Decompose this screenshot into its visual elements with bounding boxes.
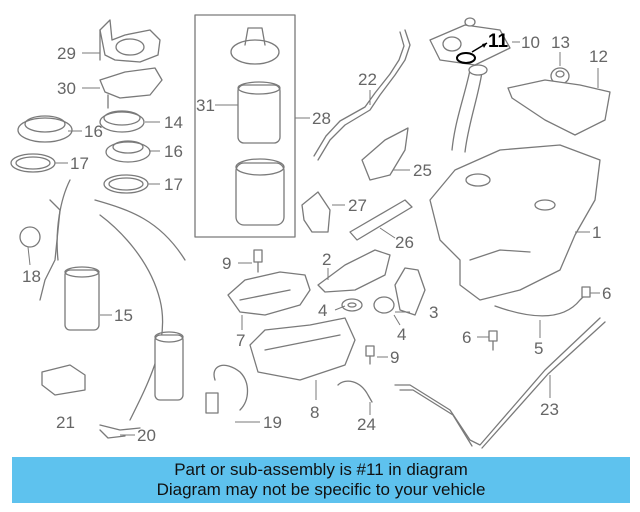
part-3-cover (394, 267, 426, 316)
callout-22: 22 (358, 70, 377, 89)
info-banner: Part or sub-assembly is #11 in diagram D… (12, 457, 630, 503)
callout-12: 12 (589, 47, 608, 66)
part-15-pump-assembly (39, 179, 186, 431)
callout-16-b: 16 (164, 142, 183, 161)
part-29-bracket (99, 19, 161, 63)
leader-lines (27, 41, 600, 436)
callout-2: 2 (322, 250, 331, 269)
callout-26: 26 (395, 233, 414, 252)
callout-9-a: 9 (222, 254, 231, 273)
part-17-seal-a (10, 153, 56, 173)
callout-10: 10 (521, 33, 540, 52)
callout-11: 11 (488, 31, 509, 52)
part-10-filler-cap (429, 17, 511, 66)
part-8-skid-plate (249, 317, 356, 381)
part-26-strap (349, 199, 413, 241)
callout-19: 19 (263, 413, 282, 432)
parts-diagram: 29 30 16 14 16 17 17 31 28 22 25 27 26 9… (10, 14, 611, 449)
callout-16-a: 16 (84, 122, 103, 141)
part-28-filter-frame (194, 14, 296, 238)
part-4-grommet-a (341, 298, 363, 312)
part-12-shield (507, 79, 611, 136)
callout-3: 3 (429, 303, 438, 322)
part-19-sensor (205, 364, 249, 414)
callout-24: 24 (357, 415, 376, 434)
callout-4-b: 4 (397, 325, 406, 344)
callout-28: 28 (312, 109, 331, 128)
part-30-bracket (99, 67, 163, 109)
callout-15: 15 (114, 306, 133, 325)
part-24-hose (337, 380, 373, 403)
callout-labels: 29 30 16 14 16 17 17 31 28 22 25 27 26 9… (22, 31, 611, 445)
callout-31: 31 (196, 96, 215, 115)
part-16-ring-b (105, 140, 151, 163)
callout-5: 5 (534, 339, 543, 358)
banner-line-2: Diagram may not be specific to your vehi… (156, 480, 486, 499)
callout-29: 29 (57, 44, 76, 63)
callout-23: 23 (540, 400, 559, 419)
callout-4-a: 4 (318, 301, 327, 320)
callout-17-b: 17 (164, 175, 183, 194)
callout-25: 25 (413, 161, 432, 180)
part-5-rod (494, 289, 591, 317)
part-20-harness (99, 429, 126, 439)
part-27-bracket (301, 191, 331, 233)
callout-8: 8 (310, 403, 319, 422)
part-23-lines (394, 317, 606, 449)
part-1-fuel-tank (429, 64, 601, 301)
callout-18: 18 (22, 267, 41, 286)
part-17-seal-b (103, 174, 149, 194)
part-16-ring-a (17, 115, 73, 143)
callout-21: 21 (56, 413, 75, 432)
callout-13: 13 (551, 33, 570, 52)
part-4-grommet-b (373, 296, 395, 314)
part-7-heat-shield (227, 271, 311, 316)
part-25-bracket (361, 127, 409, 181)
part-11-seal (456, 42, 488, 64)
callout-7: 7 (236, 331, 245, 350)
part-2-bracket (317, 249, 391, 293)
callout-14: 14 (164, 113, 183, 132)
part-22-filler-pipe (313, 29, 411, 161)
callout-6-b: 6 (462, 328, 471, 347)
part-9-bolt-b (365, 345, 375, 365)
banner-line-1: Part or sub-assembly is #11 in diagram (174, 460, 468, 479)
callout-30: 30 (57, 79, 76, 98)
part-18-filter (19, 226, 41, 248)
part-21-module (41, 364, 86, 396)
callout-1: 1 (592, 223, 601, 242)
part-14-lockring (99, 110, 145, 133)
part-6-bolt-b (488, 330, 498, 351)
callout-17-a: 17 (70, 154, 89, 173)
part-9-bolt-a (253, 249, 263, 273)
callout-20: 20 (137, 426, 156, 445)
callout-27: 27 (348, 196, 367, 215)
callout-6-a: 6 (602, 284, 611, 303)
callout-9-b: 9 (390, 348, 399, 367)
part-6-bolt-a (581, 286, 591, 298)
